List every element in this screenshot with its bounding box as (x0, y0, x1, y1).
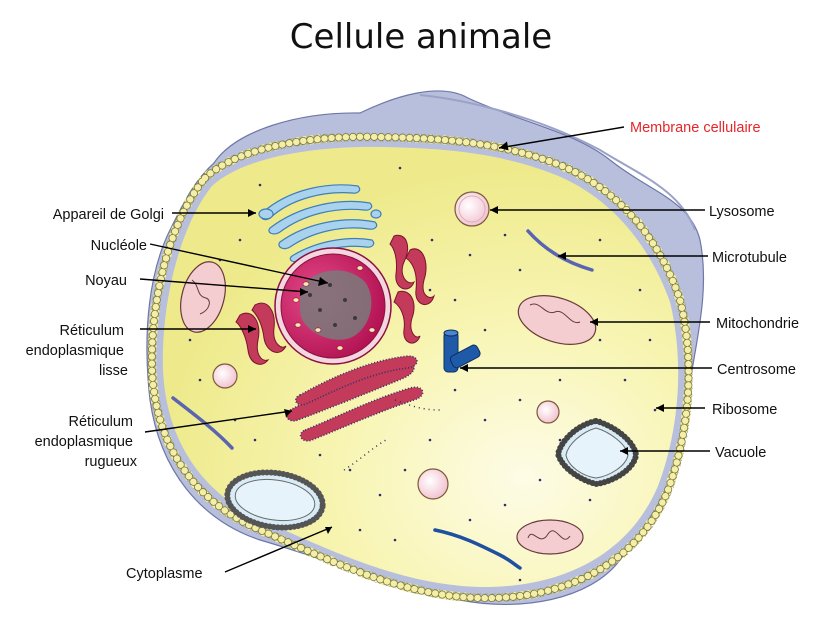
label-rer: Réticulum endoplasmique rugueux (35, 414, 138, 470)
label-rer-line2: endoplasmique (35, 434, 133, 450)
leader-arrows (139, 126, 712, 573)
label-membrane: Membrane cellulaire (630, 120, 761, 136)
label-vacuole: Vacuole (715, 445, 766, 461)
membrane-highlight (419, 94, 696, 231)
label-rel: Réticulum endoplasmique lisse (26, 323, 128, 379)
vacuole-left (224, 469, 326, 531)
label-rel-line3: lisse (99, 363, 128, 379)
label-rel-line2: endoplasmique (26, 343, 124, 359)
label-cytoplasme: Cytoplasme (126, 566, 203, 582)
mitochondrion-bottom (516, 519, 584, 555)
label-lysosome: Lysosome (709, 204, 775, 220)
label-nucleole: Nucléole (91, 238, 147, 254)
label-rer-line3: rugueux (85, 454, 138, 470)
centrosome (443, 329, 481, 373)
lysosomes (212, 191, 560, 500)
diagram-title: Cellule animale (290, 17, 552, 57)
label-microtubule: Microtubule (712, 250, 787, 266)
label-centrosome: Centrosome (717, 362, 796, 378)
nucleus (274, 247, 392, 365)
label-rel-line1: Réticulum (60, 323, 124, 339)
mitochondrion-right (517, 295, 597, 345)
smooth-er (235, 234, 436, 365)
label-noyau: Noyau (85, 273, 127, 289)
microtubules (171, 229, 594, 570)
cell-membrane-ring-dots-fill (148, 133, 692, 602)
label-ribosome: Ribosome (712, 402, 777, 418)
rough-er (285, 355, 424, 442)
arrowheads (248, 141, 664, 534)
vacuole-right (554, 417, 640, 488)
golgi-apparatus (258, 184, 382, 263)
label-golgi: Appareil de Golgi (53, 207, 164, 223)
label-rer-line1: Réticulum (69, 414, 133, 430)
label-mitochondrie: Mitochondrie (716, 316, 799, 332)
mitochondrion-left (180, 261, 226, 333)
